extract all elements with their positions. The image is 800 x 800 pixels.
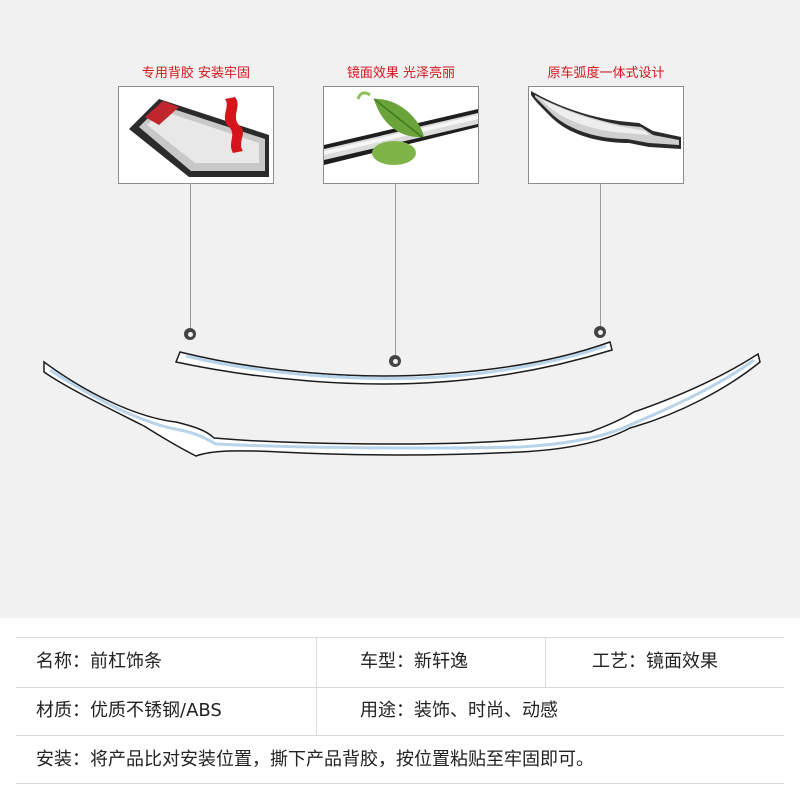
table-divider bbox=[16, 687, 784, 688]
pointer-pin bbox=[184, 328, 196, 340]
leader-line bbox=[190, 183, 191, 328]
callout-title-mirror: 镜面效果 光泽亮丽 bbox=[346, 66, 456, 81]
table-divider bbox=[16, 735, 784, 736]
leader-line bbox=[395, 183, 396, 355]
leader-line bbox=[600, 183, 601, 326]
mirror-closeup-image bbox=[323, 86, 479, 184]
pointer-pin bbox=[594, 326, 606, 338]
product-photo-area: 专用背胶 安装牢固 镜面效果 光泽亮丽 原车弧度一体式设计 bbox=[0, 0, 800, 618]
table-divider bbox=[316, 638, 317, 735]
spec-name: 名称：前杠饰条 bbox=[36, 651, 162, 672]
curve-closeup-image bbox=[528, 86, 684, 184]
bumper-trim-strips bbox=[43, 341, 761, 457]
table-divider bbox=[16, 637, 784, 638]
table-divider bbox=[16, 783, 784, 784]
spec-material: 材质：优质不锈钢/ABS bbox=[36, 700, 222, 721]
spec-table: 名称：前杠饰条 车型：新轩逸 工艺：镜面效果 材质：优质不锈钢/ABS 用途：装… bbox=[0, 618, 800, 800]
pointer-pin bbox=[389, 355, 401, 367]
spec-craft: 工艺：镜面效果 bbox=[592, 651, 718, 672]
spec-install: 安装：将产品比对安装位置，撕下产品背胶，按位置粘贴至牢固即可。 bbox=[36, 749, 594, 770]
spec-model: 车型：新轩逸 bbox=[360, 651, 468, 672]
callout-title-adhesive: 专用背胶 安装牢固 bbox=[141, 66, 251, 81]
callout-title-curve: 原车弧度一体式设计 bbox=[547, 66, 665, 81]
spec-usage: 用途：装饰、时尚、动感 bbox=[360, 700, 558, 721]
table-divider bbox=[545, 638, 546, 687]
adhesive-closeup-image bbox=[118, 86, 274, 184]
